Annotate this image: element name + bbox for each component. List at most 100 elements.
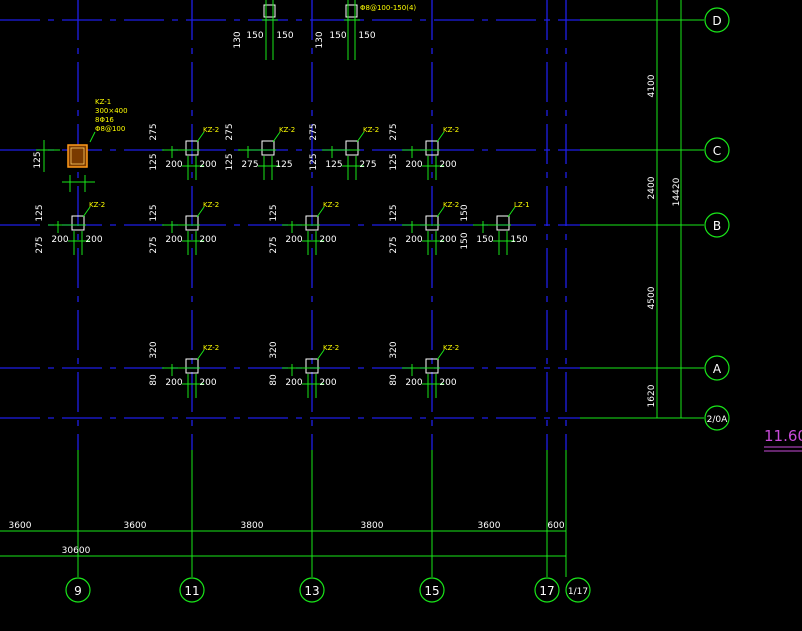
dim-vertical-bottom: 275 bbox=[35, 236, 45, 253]
axis-bubble-c bbox=[704, 137, 730, 163]
column-top-1: 130 150 150 bbox=[233, 0, 294, 60]
axis-label-d: D bbox=[712, 14, 721, 28]
dim-horizontal-left: 200 bbox=[285, 378, 302, 388]
right-dim-total: 14420 bbox=[672, 177, 682, 206]
column-tag: KZ-2 bbox=[323, 344, 339, 352]
column-kz1: KZ-1 300×400 8Φ16 Φ8@100 125 bbox=[33, 98, 128, 192]
dim-vertical-bottom: 125 bbox=[309, 153, 319, 170]
dim-vertical-bottom: 80 bbox=[269, 374, 279, 386]
right-dim-3: 4500 bbox=[647, 286, 657, 309]
bottom-dimension-texts: 3600 3600 3800 3800 3600 600 30600 bbox=[9, 521, 565, 556]
dim-vertical-top: 275 bbox=[309, 123, 319, 140]
right-dim-2: 2400 bbox=[647, 176, 657, 199]
axis-bubble-1-17 bbox=[565, 577, 591, 603]
bottom-dim-3: 3800 bbox=[241, 521, 264, 531]
dim-horizontal-right: 200 bbox=[319, 235, 336, 245]
dim-horizontal-right: 200 bbox=[319, 378, 336, 388]
dim-horizontal-right: 200 bbox=[439, 378, 456, 388]
dim-130-a: 130 bbox=[233, 31, 243, 48]
column-tag: KZ-2 bbox=[203, 344, 219, 352]
bottom-axis-bubbles: 9 11 13 15 17 1/17 bbox=[65, 577, 591, 603]
axis-bubble-9 bbox=[65, 577, 91, 603]
axis-bubble-11 bbox=[179, 577, 205, 603]
axis-label-11: 11 bbox=[184, 584, 199, 598]
kz1-rebar1: 8Φ16 bbox=[95, 116, 114, 124]
dim-vertical-top: 320 bbox=[149, 341, 159, 358]
dim-130-b: 130 bbox=[315, 31, 325, 48]
column-tag: LZ-1 bbox=[514, 201, 530, 209]
dim-vertical-top: 320 bbox=[269, 341, 279, 358]
dim-vertical-bottom: 125 bbox=[389, 153, 399, 170]
dim-vertical-bottom: 150 bbox=[460, 232, 470, 249]
axis-label-2-0a: 2/0A bbox=[707, 415, 728, 425]
dim-vertical-top: 125 bbox=[389, 204, 399, 221]
axis-bubble-17 bbox=[534, 577, 560, 603]
dim-vertical-top: 125 bbox=[35, 204, 45, 221]
dim-vertical-top: 275 bbox=[389, 123, 399, 140]
dim-150-b1: 150 bbox=[329, 31, 346, 41]
dim-horizontal-right: 150 bbox=[510, 235, 527, 245]
column-tag: KZ-2 bbox=[323, 201, 339, 209]
dim-horizontal-left: 275 bbox=[241, 160, 258, 170]
axis-label-15: 15 bbox=[424, 584, 439, 598]
bottom-dim-5: 3600 bbox=[478, 521, 501, 531]
dim-vertical-bottom: 125 bbox=[225, 153, 235, 170]
column-tag: KZ-2 bbox=[203, 126, 219, 134]
column-tag: KZ-2 bbox=[443, 344, 459, 352]
axis-label-13: 13 bbox=[304, 584, 319, 598]
column-tag: KZ-2 bbox=[89, 201, 105, 209]
bottom-dim-2: 3600 bbox=[124, 521, 147, 531]
axis-label-17: 17 bbox=[539, 584, 554, 598]
dim-vertical-top: 125 bbox=[149, 204, 159, 221]
right-dimension-texts: 4100 2400 4500 1620 14420 bbox=[647, 74, 682, 407]
dim-horizontal-left: 200 bbox=[165, 160, 182, 170]
kz1-section: 300×400 bbox=[95, 107, 128, 115]
dim-horizontal-left: 200 bbox=[405, 378, 422, 388]
column-tag: KZ-2 bbox=[279, 126, 295, 134]
level-mark: 11.600 bbox=[764, 427, 802, 452]
column-top-2: Φ8@100-150(4) 130 150 150 bbox=[315, 0, 416, 60]
kz1-tag: KZ-1 bbox=[95, 98, 111, 106]
columns: 130 150 150 Φ8@100-150(4) 130 150 150 KZ… bbox=[33, 0, 530, 398]
kz1-dim-125: 125 bbox=[33, 151, 43, 168]
dim-horizontal-right: 200 bbox=[199, 160, 216, 170]
dim-150-a2: 150 bbox=[276, 31, 293, 41]
dim-horizontal-left: 200 bbox=[405, 160, 422, 170]
dim-horizontal-left: 200 bbox=[285, 235, 302, 245]
level-mark-text: 11.600 bbox=[764, 427, 802, 445]
right-dim-1: 4100 bbox=[647, 74, 657, 97]
column-a1: KZ-2 320 80 200 200 bbox=[269, 341, 339, 398]
dim-vertical-top: 275 bbox=[149, 123, 159, 140]
kz1-rebar2: Φ8@100 bbox=[95, 125, 125, 133]
axis-label-9: 9 bbox=[74, 584, 82, 598]
bottom-dim-1: 3600 bbox=[9, 521, 32, 531]
dim-horizontal-left: 125 bbox=[325, 160, 342, 170]
bottom-dim-total: 30600 bbox=[62, 546, 91, 556]
right-axis-bubbles: D C B A 2/0A bbox=[704, 7, 730, 431]
bottom-dimension-chain bbox=[0, 526, 567, 561]
dim-horizontal-left: 150 bbox=[476, 235, 493, 245]
dim-vertical-top: 125 bbox=[269, 204, 279, 221]
grid-lines-horizontal bbox=[0, 19, 580, 419]
right-dimension-chain bbox=[652, 0, 686, 419]
dim-horizontal-left: 200 bbox=[51, 235, 68, 245]
axis-bubble-2-0a bbox=[704, 405, 730, 431]
column-tag-top-partial: Φ8@100-150(4) bbox=[360, 4, 416, 12]
dim-horizontal-right: 200 bbox=[199, 378, 216, 388]
dim-150-b2: 150 bbox=[358, 31, 375, 41]
dim-horizontal-right: 125 bbox=[275, 160, 292, 170]
column-tag: KZ-2 bbox=[443, 201, 459, 209]
dim-horizontal-right: 200 bbox=[439, 235, 456, 245]
dim-vertical-top: 320 bbox=[389, 341, 399, 358]
dim-vertical-bottom: 275 bbox=[389, 236, 399, 253]
